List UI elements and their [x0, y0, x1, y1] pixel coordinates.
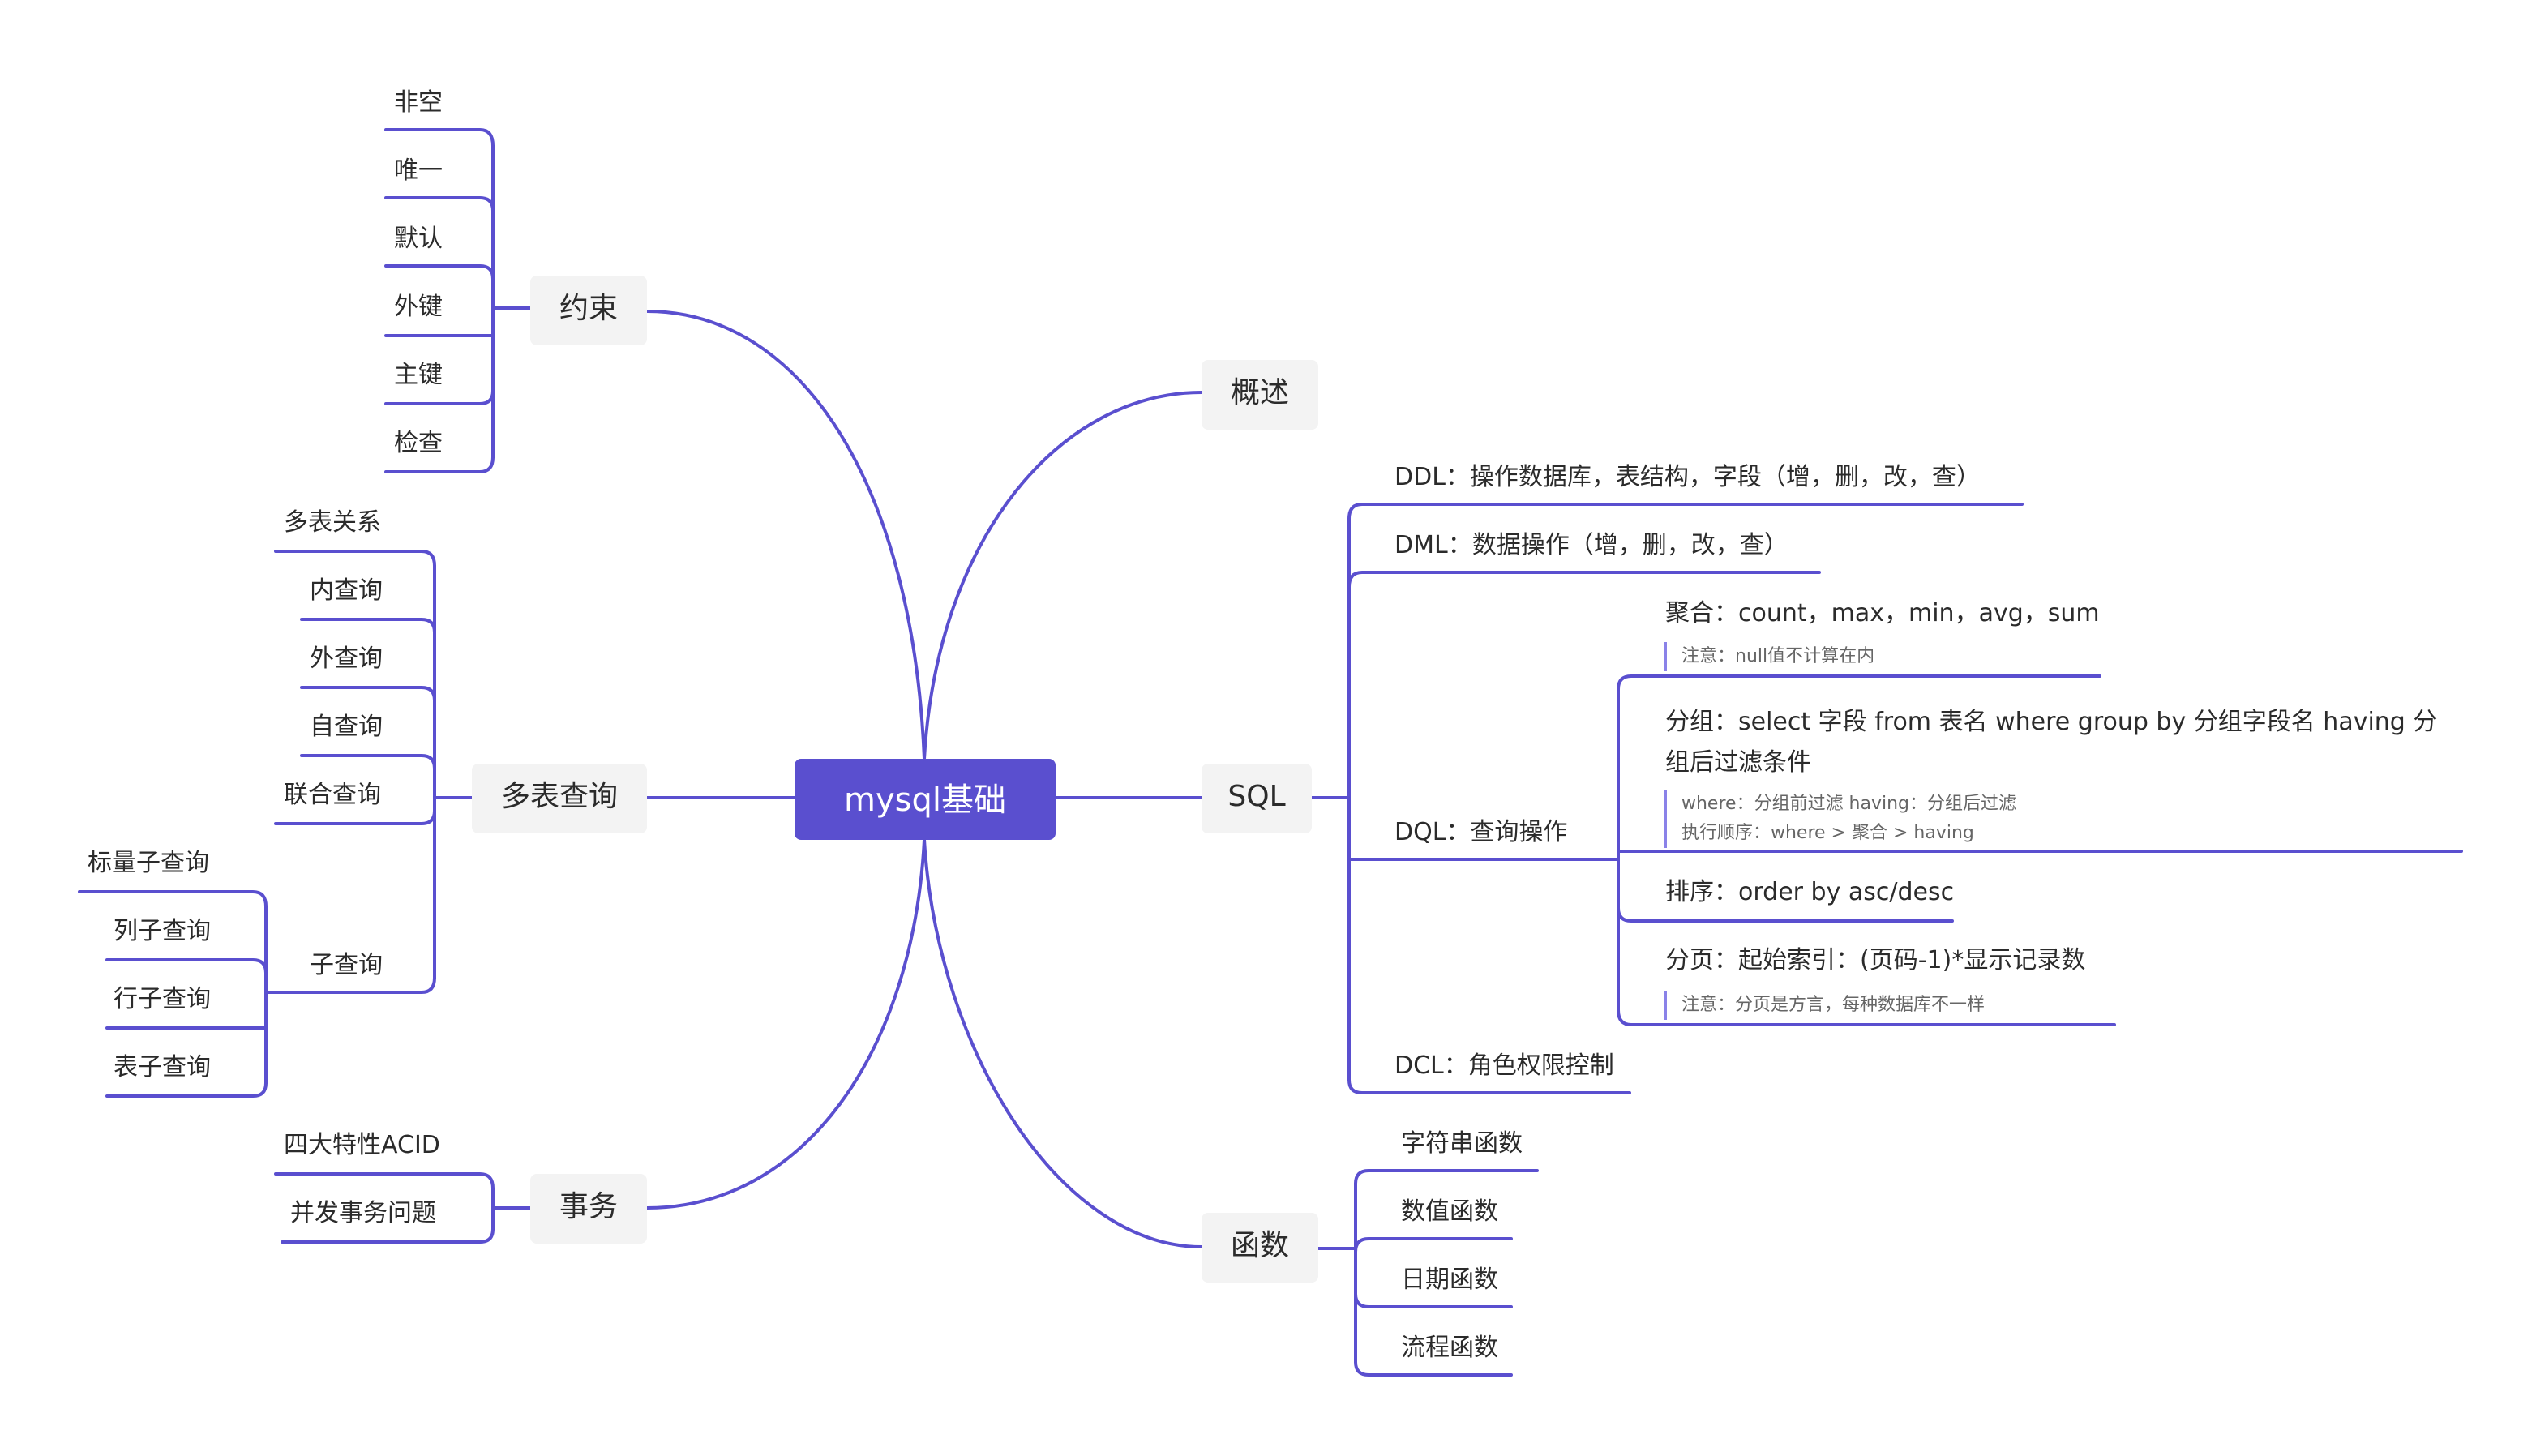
- underline-ddl: [1347, 503, 2024, 520]
- subtopic-dql[interactable]: DQL：查询操作: [1394, 817, 1568, 846]
- subtopic-zichaxun-self[interactable]: 自查询: [310, 712, 383, 741]
- subtopic-dml[interactable]: DML：数据操作（增，删，改，查）: [1394, 530, 1788, 559]
- topic-gaishu[interactable]: 概述: [1202, 360, 1318, 430]
- underline-paixu: [1617, 906, 1954, 923]
- link-center-shiwu: [645, 838, 926, 1210]
- underline-waichaxun: [300, 686, 436, 702]
- subtopic-dcl[interactable]: DCL：角色权限控制: [1394, 1051, 1614, 1080]
- subtopic-fenzu[interactable]: 分组：select 字段 from 表名 where group by 分组字段…: [1665, 707, 2438, 777]
- underline-neichaxun: [300, 618, 436, 634]
- subtopic-feikong[interactable]: 非空: [394, 88, 443, 117]
- link-center-hanshu: [923, 838, 1203, 1248]
- underline-duobiaoguanxi: [274, 550, 436, 567]
- subtopic-paixu[interactable]: 排序：order by asc/desc: [1665, 877, 1955, 906]
- subtopic-liucheng[interactable]: 流程函数: [1401, 1333, 1499, 1362]
- subtopic-neichaxun[interactable]: 内查询: [310, 576, 383, 605]
- underline-shuzhi: [1354, 1237, 1513, 1253]
- subtopic-moren[interactable]: 默认: [394, 224, 443, 253]
- subtopic-biaoliang[interactable]: 标量子查询: [88, 848, 210, 877]
- underline-weiyi: [384, 196, 495, 212]
- underline-moren: [384, 264, 495, 280]
- link-center-gaishu: [923, 391, 1203, 760]
- subtopic-zichaxun[interactable]: 子查询: [310, 950, 383, 979]
- topic-yueshu[interactable]: 约束: [530, 276, 647, 345]
- subtopic-weiyi[interactable]: 唯一: [394, 156, 443, 185]
- subtopic-zifuchuan[interactable]: 字符串函数: [1401, 1128, 1523, 1158]
- subtopic-bingfa[interactable]: 并发事务问题: [290, 1198, 437, 1227]
- topic-sql[interactable]: SQL: [1202, 764, 1312, 833]
- underline-zichaxun: [300, 976, 436, 994]
- underline-juhe: [1617, 674, 2101, 691]
- underline-zifuchuan: [1354, 1169, 1539, 1185]
- topic-duobiao[interactable]: 多表查询: [472, 764, 647, 833]
- underline-fenye: [1617, 1008, 2116, 1026]
- underline-lie: [105, 958, 268, 974]
- subtopic-hang[interactable]: 行子查询: [114, 984, 212, 1013]
- link-center-yueshu: [645, 310, 926, 760]
- subtopic-fenye[interactable]: 分页：起始索引：(页码-1)*显示记录数: [1665, 945, 2086, 974]
- subtopic-jiancha[interactable]: 检查: [394, 428, 443, 457]
- subtopic-duobiaoguanxi[interactable]: 多表关系: [284, 507, 382, 537]
- subtopic-lianhechaxun[interactable]: 联合查询: [284, 780, 382, 809]
- subtopic-biao[interactable]: 表子查询: [114, 1052, 212, 1081]
- underline-biao: [105, 1081, 268, 1098]
- note-fenzu: where：分组前过滤 having：分组后过滤 执行顺序：where > 聚合…: [1664, 790, 2016, 848]
- subtopic-juhe[interactable]: 聚合：count，max，min，avg，sum: [1665, 598, 2100, 627]
- subtopic-zhujian[interactable]: 主键: [394, 360, 443, 389]
- note-fenzu-line1: where：分组前过滤 having：分组后过滤: [1681, 793, 2017, 814]
- subtopic-waichaxun[interactable]: 外查询: [310, 644, 383, 673]
- note-juhe: 注意：null值不计算在内: [1664, 642, 1874, 671]
- subtopic-acid[interactable]: 四大特性ACID: [284, 1130, 440, 1159]
- underline-biaoliang: [78, 890, 268, 908]
- subtopic-shuzhi[interactable]: 数值函数: [1401, 1197, 1499, 1226]
- underline-dcl: [1347, 1078, 1631, 1094]
- underline-dml: [1347, 571, 1821, 589]
- underline-acid: [274, 1172, 495, 1190]
- underline-liucheng: [1354, 1360, 1513, 1377]
- underline-jiancha: [384, 456, 495, 473]
- topic-hanshu[interactable]: 函数: [1202, 1213, 1318, 1283]
- note-fenye: 注意：分页是方言，每种数据库不一样: [1664, 991, 1985, 1020]
- topic-shiwu[interactable]: 事务: [530, 1174, 647, 1244]
- underline-bingfa: [281, 1227, 495, 1244]
- central-topic[interactable]: mysql基础: [795, 759, 1056, 840]
- note-fenzu-line2: 执行顺序：where > 聚合 > having: [1681, 822, 1974, 843]
- subtopic-waijian[interactable]: 外键: [394, 292, 443, 321]
- underline-lianhe: [274, 809, 436, 825]
- underline-feikong: [384, 128, 495, 148]
- underline-zhujian: [384, 389, 495, 405]
- subtopic-ddl[interactable]: DDL：操作数据库，表结构，字段（增，删，改，查）: [1394, 462, 1981, 491]
- underline-riqi: [1354, 1292, 1513, 1308]
- subtopic-lie[interactable]: 列子查询: [114, 916, 212, 945]
- underline-zichaxun-self: [300, 754, 436, 770]
- subtopic-riqi[interactable]: 日期函数: [1401, 1265, 1499, 1294]
